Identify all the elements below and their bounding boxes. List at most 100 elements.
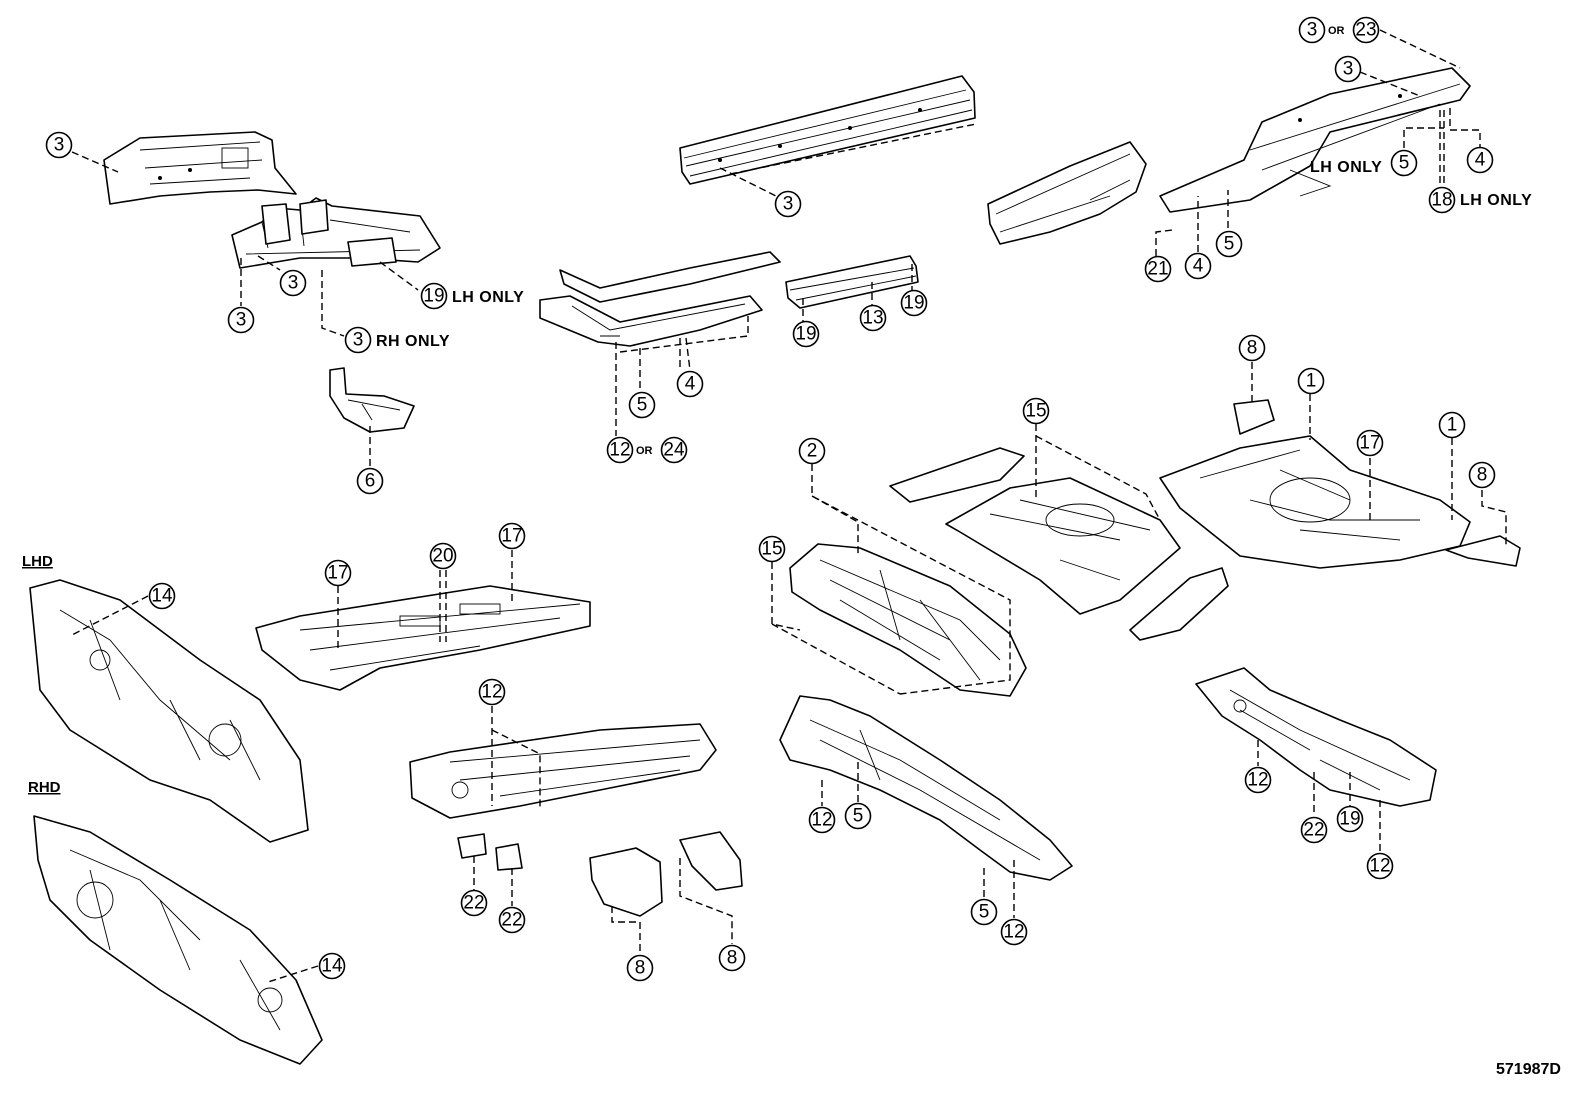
callout-12: 12 <box>1000 918 1028 946</box>
callout-19: 19 <box>900 289 928 317</box>
svg-text:4: 4 <box>1475 150 1486 171</box>
svg-text:3: 3 <box>54 135 65 156</box>
svg-text:4: 4 <box>1193 256 1204 277</box>
svg-text:8: 8 <box>1247 338 1258 359</box>
callout-5: 5 <box>628 391 656 419</box>
center-floor-pan <box>409 723 717 819</box>
svg-text:3: 3 <box>1343 59 1354 80</box>
brackets-8-front <box>589 831 743 917</box>
callout-3: 3 <box>1298 16 1326 44</box>
svg-text:12: 12 <box>1003 922 1024 943</box>
or-note: OR <box>1328 25 1345 37</box>
callout-24: 24 <box>660 436 688 464</box>
callout-8: 8 <box>626 954 654 982</box>
callout-17: 17 <box>324 559 352 587</box>
callout-6: 6 <box>356 467 384 495</box>
figure-code: 571987D <box>1496 1061 1561 1078</box>
svg-text:14: 14 <box>151 586 173 607</box>
svg-text:1: 1 <box>1447 415 1458 436</box>
svg-text:5: 5 <box>637 395 648 416</box>
callout-22: 22 <box>460 889 488 917</box>
bracket-right-8 <box>1445 535 1521 567</box>
bracket-top-8 <box>1233 399 1275 435</box>
svg-text:19: 19 <box>903 293 924 314</box>
rear-side-member-long <box>1159 67 1471 213</box>
svg-text:2: 2 <box>807 441 818 462</box>
svg-text:17: 17 <box>1359 433 1380 454</box>
callout-8: 8 <box>718 944 746 972</box>
svg-text:23: 23 <box>1355 20 1376 41</box>
svg-text:5: 5 <box>979 902 990 923</box>
bracket-part-6 <box>329 367 415 433</box>
svg-text:8: 8 <box>1477 465 1488 486</box>
callout-4: 4 <box>1184 252 1212 280</box>
callout-5: 5 <box>1390 149 1418 177</box>
svg-text:12: 12 <box>1247 770 1268 791</box>
front-side-member <box>231 197 441 269</box>
svg-text:3: 3 <box>1307 20 1318 41</box>
svg-text:13: 13 <box>862 308 883 329</box>
rear-floor-side-member <box>987 141 1147 245</box>
callouts: 3 3 3 19 3 6 3 5 4 12 24 19 13 19 3 23 3… <box>45 16 1496 982</box>
callout-13: 13 <box>859 304 887 332</box>
svg-text:3: 3 <box>288 273 299 294</box>
callout-4: 4 <box>1466 146 1494 174</box>
svg-text:3: 3 <box>353 330 364 351</box>
callout-20: 20 <box>429 542 457 570</box>
rear-floor-pan <box>1159 435 1471 569</box>
callout-3: 3 <box>344 326 372 354</box>
svg-text:22: 22 <box>501 910 522 931</box>
callout-14: 14 <box>318 952 346 980</box>
callout-19: 19 <box>1336 805 1364 833</box>
svg-text:6: 6 <box>365 471 376 492</box>
dash-panel-rhd <box>33 815 323 1065</box>
callout-22: 22 <box>498 906 526 934</box>
svg-text:1: 1 <box>1306 371 1317 392</box>
leader-lines <box>69 29 1507 983</box>
callout-8: 8 <box>1468 461 1496 489</box>
callout-15: 15 <box>1022 397 1050 425</box>
callout-14: 14 <box>148 582 176 610</box>
floor-side-reinforcement <box>539 251 781 347</box>
svg-text:4: 4 <box>685 374 696 395</box>
svg-text:12: 12 <box>481 682 502 703</box>
svg-text:21: 21 <box>1147 259 1168 280</box>
dash-panel-lhd <box>29 579 309 843</box>
callout-19: 19 <box>792 320 820 348</box>
svg-text:15: 15 <box>761 539 782 560</box>
callout-1: 1 <box>1438 411 1466 439</box>
callout-5: 5 <box>1215 230 1243 258</box>
svg-text:19: 19 <box>423 286 444 307</box>
callout-2: 2 <box>798 437 826 465</box>
rhd-heading: RHD <box>28 779 61 796</box>
brackets-22 <box>457 833 523 871</box>
callout-5: 5 <box>970 898 998 926</box>
rocker-panel <box>679 75 976 185</box>
svg-text:8: 8 <box>635 958 646 979</box>
callout-8: 8 <box>1238 334 1266 362</box>
callout-19: 19 <box>420 282 448 310</box>
floor-tunnel-panel <box>789 543 1027 697</box>
lh-only-note: LH ONLY <box>1310 159 1382 176</box>
svg-text:5: 5 <box>853 806 864 827</box>
callout-12: 12 <box>1244 766 1272 794</box>
lh-only-note: LH ONLY <box>1460 192 1532 209</box>
callout-12: 12 <box>606 436 634 464</box>
callout-15: 15 <box>758 535 786 563</box>
svg-text:24: 24 <box>663 440 685 461</box>
callout-3: 3 <box>774 190 802 218</box>
rear-side-frame <box>779 695 1073 881</box>
svg-text:18: 18 <box>1431 190 1452 211</box>
svg-text:22: 22 <box>1303 820 1324 841</box>
svg-text:19: 19 <box>1339 809 1360 830</box>
callout-3: 3 <box>227 306 255 334</box>
rear-crossmember <box>1195 667 1437 807</box>
lhd-heading: LHD <box>22 553 53 570</box>
svg-text:12: 12 <box>609 440 630 461</box>
callout-23: 23 <box>1352 16 1380 44</box>
callout-4: 4 <box>676 370 704 398</box>
svg-text:3: 3 <box>783 194 794 215</box>
svg-text:3: 3 <box>236 310 247 331</box>
svg-text:20: 20 <box>432 546 453 567</box>
